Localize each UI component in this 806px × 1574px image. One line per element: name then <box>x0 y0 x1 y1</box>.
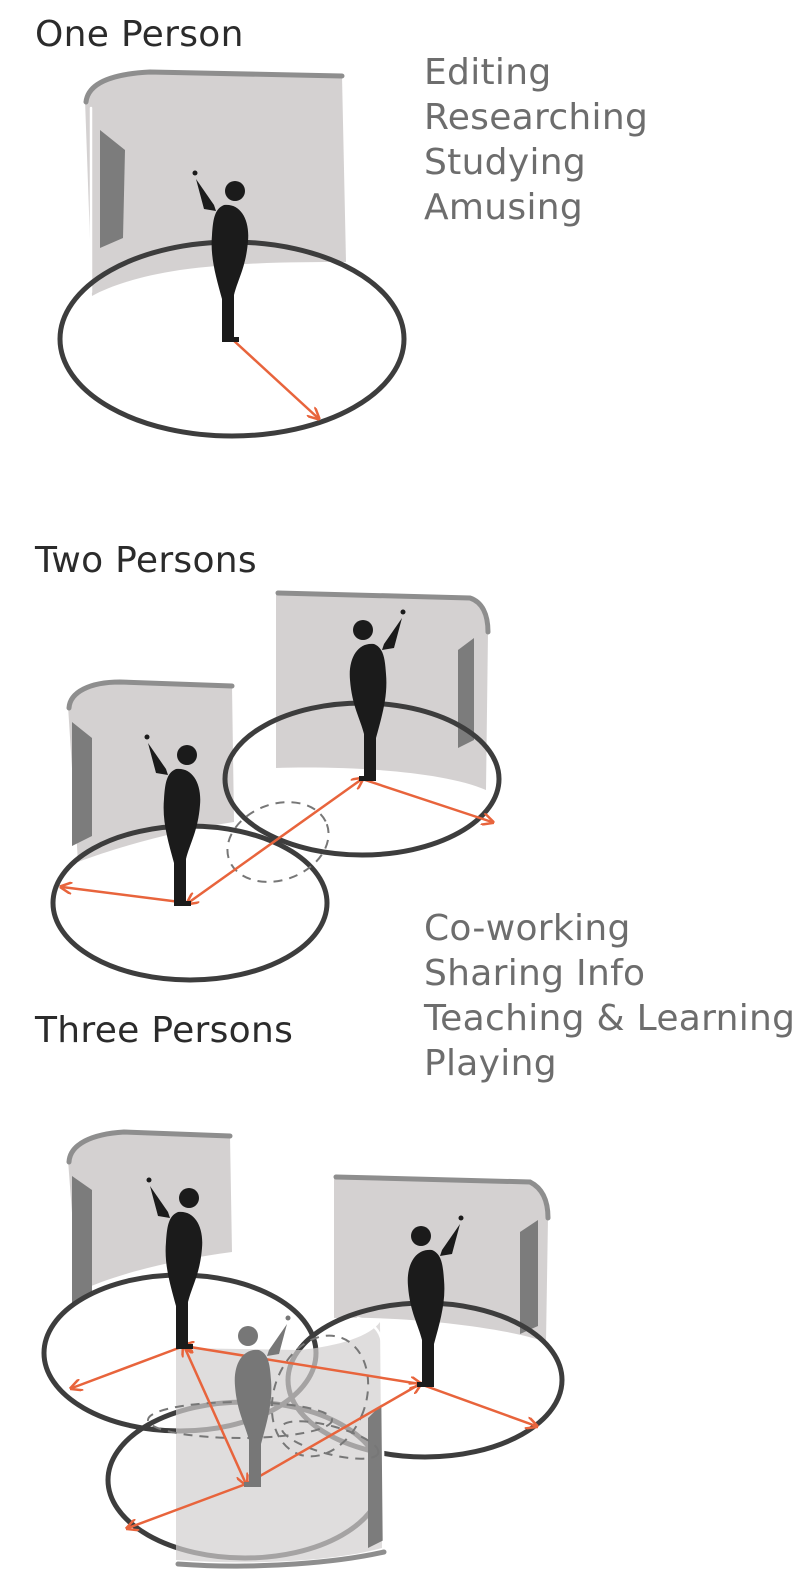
reach-arrow <box>72 1344 185 1388</box>
screen-side-panel <box>72 1176 92 1306</box>
activity-item: Amusing <box>424 187 584 228</box>
activity-list-two-persons: Co-working Sharing Info Teaching & Learn… <box>424 906 795 1086</box>
screen-rim <box>66 1129 233 1165</box>
screen-rim <box>66 679 235 711</box>
three-persons-illustration <box>41 1129 565 1569</box>
reach-arrow <box>184 1346 246 1484</box>
screen-side-panel <box>100 130 125 248</box>
reach-arrow <box>245 1384 420 1486</box>
activity-item: Studying <box>424 142 587 183</box>
screen-side-panel <box>72 722 92 846</box>
curved-screen <box>68 1132 232 1292</box>
curved-screen <box>85 72 346 296</box>
reach-arrow <box>128 1482 247 1528</box>
screen-side-panel <box>458 638 474 748</box>
curved-screen <box>334 1178 548 1342</box>
reach-arrow <box>419 1382 536 1426</box>
screen-side-panel <box>520 1220 538 1334</box>
screen-rim <box>175 1549 387 1569</box>
reach-arrow <box>361 777 492 822</box>
screen-rim <box>83 69 345 105</box>
activity-item: Editing <box>424 52 552 93</box>
activity-item: Sharing Info <box>424 953 646 994</box>
activity-item: Playing <box>424 1043 557 1084</box>
reach-arrow <box>62 887 189 905</box>
screen-rim <box>333 1174 551 1221</box>
activity-item: Co-working <box>424 908 631 949</box>
reach-arrow <box>188 779 362 903</box>
activity-item: Teaching & Learning <box>424 998 796 1039</box>
activity-list-one-person: Editing Researching Studying Amusing <box>424 50 648 230</box>
overlap-zone <box>280 1420 380 1460</box>
screen-rim <box>275 590 491 635</box>
curved-screen <box>68 682 234 862</box>
two-persons-illustration <box>50 590 502 983</box>
heading-one-person: One Person <box>35 14 244 55</box>
heading-three-persons: Three Persons <box>35 1010 294 1051</box>
screen-side-panel <box>368 1404 384 1548</box>
activity-item: Researching <box>424 97 649 138</box>
heading-two-persons: Two Persons <box>35 540 257 581</box>
curved-screen <box>176 1322 382 1563</box>
one-person-illustration <box>57 69 407 439</box>
reach-arrow <box>231 338 318 418</box>
